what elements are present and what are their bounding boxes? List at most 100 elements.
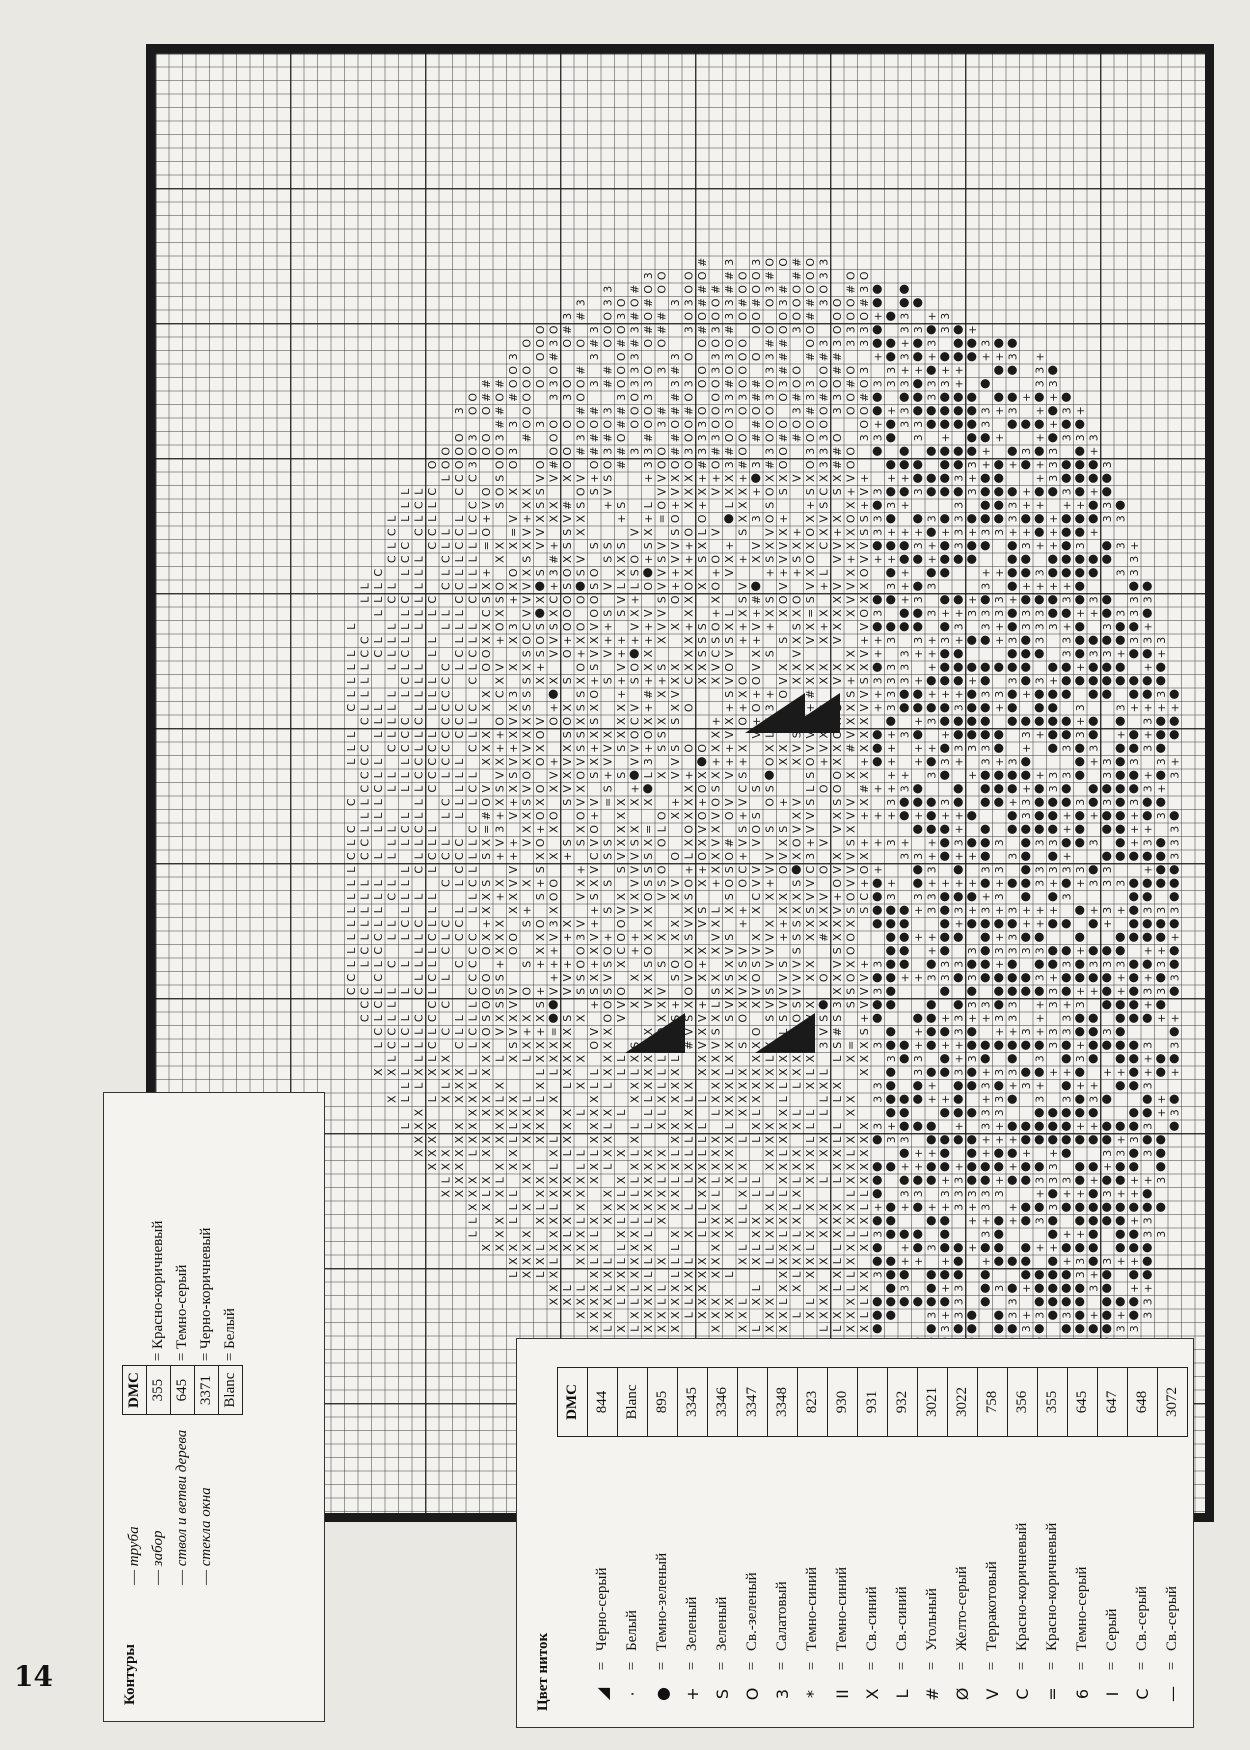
- stitch-dot: [1142, 1108, 1152, 1118]
- stitch-symbol: L: [439, 528, 452, 535]
- stitch-symbol: +: [817, 582, 830, 591]
- stitch-symbol: O: [561, 568, 574, 577]
- stitch-symbol: L: [372, 771, 385, 778]
- stitch-symbol: 3: [750, 515, 763, 522]
- stitch-dot: [1048, 1270, 1058, 1280]
- stitch-symbol: X: [480, 636, 493, 644]
- stitch-symbol: X: [844, 1298, 857, 1306]
- stitch-symbol: X: [682, 839, 695, 847]
- stitch-symbol: X: [493, 677, 506, 685]
- stitch-symbol: L: [790, 1230, 803, 1237]
- stitch-symbol: 3: [1033, 623, 1046, 630]
- stitch-symbol: L: [385, 1055, 398, 1062]
- stitch-symbol: O: [777, 690, 790, 699]
- stitch-symbol: C: [372, 650, 385, 658]
- stitch-symbol: +: [966, 676, 979, 685]
- stitch-symbol: X: [534, 744, 547, 752]
- stitch-dot: [1075, 446, 1085, 456]
- stitch-symbol: +: [736, 906, 749, 915]
- stitch-symbol: +: [561, 852, 574, 861]
- stitch-symbol: S: [790, 947, 803, 954]
- stitch-symbol: L: [736, 1136, 749, 1143]
- stitch-dot: [1115, 1040, 1125, 1050]
- stitch-symbol: O: [763, 258, 776, 267]
- stitch-dot: [1061, 527, 1071, 537]
- stitch-dot: [980, 676, 990, 686]
- stitch-symbol: 3: [763, 367, 776, 374]
- stitch-symbol: X: [547, 1284, 560, 1292]
- stitch-symbol: C: [399, 731, 412, 739]
- stitch-symbol: V: [804, 812, 817, 820]
- stitch-symbol: C: [385, 596, 398, 604]
- stitch-symbol: X: [628, 1257, 641, 1265]
- stitch-symbol: L: [439, 771, 452, 778]
- stitch-dot: [953, 932, 963, 942]
- stitch-symbol: S: [601, 853, 614, 860]
- stitch-symbol: +: [885, 730, 898, 739]
- stitch-symbol: O: [736, 447, 749, 456]
- stitch-symbol: L: [372, 812, 385, 819]
- stitch-symbol: X: [682, 636, 695, 644]
- stitch-symbol: C: [426, 542, 439, 550]
- stitch-symbol: 3: [844, 326, 857, 333]
- stitch-dot: [926, 1175, 936, 1185]
- stitch-dot: [913, 1094, 923, 1104]
- stitch-symbol: +: [547, 946, 560, 955]
- stitch-symbol: 3: [993, 1069, 1006, 1076]
- stitch-symbol: V: [655, 474, 668, 482]
- stitch-dot: [967, 1027, 977, 1037]
- stitch-symbol: V: [736, 987, 749, 995]
- stitch-symbol: +: [952, 690, 965, 699]
- stitch-symbol: O: [696, 271, 709, 280]
- stitch-dot: [1075, 1108, 1085, 1118]
- stitch-symbol: C: [466, 1028, 479, 1036]
- stitch-symbol: 3: [952, 745, 965, 752]
- stitch-dot: [913, 379, 923, 389]
- stitch-dot: [1007, 1283, 1017, 1293]
- stitch-symbol: O: [763, 757, 776, 766]
- stitch-symbol: L: [669, 1271, 682, 1278]
- stitch-symbol: X: [709, 1257, 722, 1265]
- stitch-symbol: 3: [1141, 839, 1154, 846]
- stitch-symbol: +: [493, 811, 506, 820]
- stitch-symbol: 3: [1033, 1177, 1046, 1184]
- stitch-symbol: +: [871, 703, 884, 712]
- equals-sign: =: [828, 1655, 858, 1677]
- stitch-symbol: X: [520, 488, 533, 496]
- stitch-symbol: L: [385, 1001, 398, 1008]
- stitch-symbol: 3: [952, 1069, 965, 1076]
- stitch-symbol: +: [588, 744, 601, 753]
- stitch-dot: [1156, 973, 1166, 983]
- stitch-symbol: 3: [561, 394, 574, 401]
- stitch-symbol: X: [574, 879, 587, 887]
- stitch-symbol: +: [993, 906, 1006, 915]
- stitch-symbol: L: [709, 906, 722, 913]
- stitch-symbol: O: [642, 730, 655, 739]
- stitch-symbol: +: [736, 703, 749, 712]
- stitch-dot: [1007, 1148, 1017, 1158]
- stitch-symbol: #: [723, 379, 736, 388]
- stitch-symbol: +: [1047, 514, 1060, 523]
- stitch-symbol: S: [750, 961, 763, 968]
- stitch-symbol: +: [979, 352, 992, 361]
- stitch-symbol: C: [399, 596, 412, 604]
- stitch-dot: [548, 1013, 558, 1023]
- stitch-symbol: L: [412, 663, 425, 670]
- stitch-symbol: X: [669, 1190, 682, 1198]
- stitch-symbol: 3: [1074, 542, 1087, 549]
- stitch-symbol: X: [804, 1271, 817, 1279]
- stitch-dot: [913, 1229, 923, 1239]
- stitch-dot: [980, 1283, 990, 1293]
- stitch-symbol: X: [520, 542, 533, 550]
- stitch-symbol: +: [750, 690, 763, 699]
- stitch-dot: [1129, 959, 1139, 969]
- stitch-dot: [940, 946, 950, 956]
- stitch-symbol: L: [763, 1244, 776, 1251]
- stitch-symbol: L: [763, 1190, 776, 1197]
- stitch-symbol: L: [858, 1203, 871, 1210]
- stitch-symbol: 3: [1114, 542, 1127, 549]
- stitch-symbol: L: [426, 731, 439, 738]
- stitch-symbol: X: [696, 839, 709, 847]
- stitch-symbol: O: [736, 379, 749, 388]
- stitch-dot: [926, 676, 936, 686]
